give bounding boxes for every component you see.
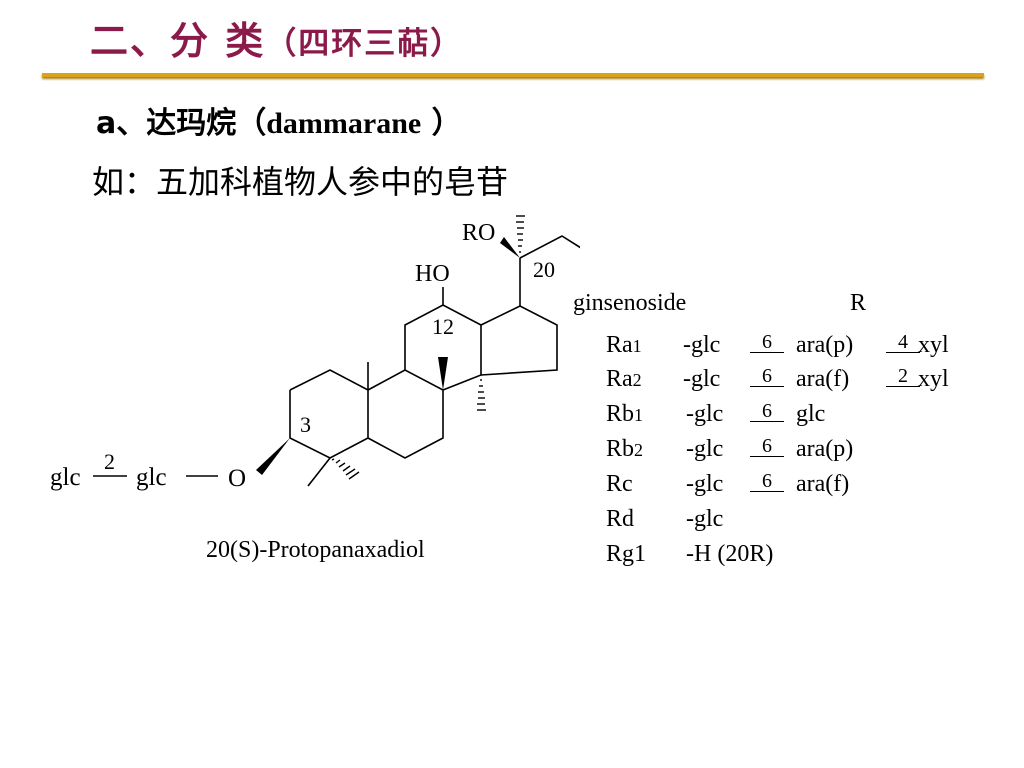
page-title: 二、分 类（四环三萜） xyxy=(90,10,463,65)
ginsenoside-name: Rg1 xyxy=(606,541,647,567)
r-group-third: xyl xyxy=(918,332,949,358)
title-divider xyxy=(42,73,984,77)
example-line: 如：五加科植物人参中的皂苷 xyxy=(92,163,509,201)
r-group-first: -glc xyxy=(683,332,721,358)
structure-caption: 20(S)-Protopanaxadiol xyxy=(206,537,425,563)
hashed-bonds xyxy=(331,215,525,480)
ginsenoside-name: Ra2 xyxy=(606,366,642,392)
subheading-en: dammarane xyxy=(266,107,422,140)
r-group-third: xyl xyxy=(918,366,949,392)
title-sub: （四环三萜） xyxy=(265,26,464,62)
label-c12: 12 xyxy=(432,314,454,339)
ginsenoside-subscript: 1 xyxy=(632,336,642,356)
label-c20: 20 xyxy=(533,257,555,282)
r-group-second: ara(f) xyxy=(796,366,850,392)
c3-wedge-bond xyxy=(256,438,290,475)
column-header-ginsenoside: ginsenoside xyxy=(573,290,687,316)
label-ho: HO xyxy=(415,261,450,287)
column-header-r: R xyxy=(850,290,867,316)
subheading-prefix: a、达玛烷（ xyxy=(96,106,267,141)
structure-diagram: RO HO 20 12 3 glc 2 glc O xyxy=(50,215,580,492)
label-oxygen: O xyxy=(228,465,246,492)
r-group-first: -glc xyxy=(686,436,724,462)
subheading-suffix: ） xyxy=(421,106,462,141)
label-glc-outer: glc xyxy=(50,464,81,491)
label-link-2: 2 xyxy=(104,449,115,474)
c8-methyl-wedge xyxy=(438,357,448,390)
ginsenoside-name: Rc xyxy=(606,471,633,497)
r-group-second: glc xyxy=(796,401,826,427)
c20-ro-wedge xyxy=(500,237,520,258)
title-main: 二、分 类 xyxy=(90,19,266,63)
ginsenoside-name: Rb1 xyxy=(606,401,644,427)
ginsenoside-subscript: 2 xyxy=(632,370,642,390)
ginsenoside-subscript: 1 xyxy=(634,405,644,425)
r-group-first: -H (20R) xyxy=(686,541,774,567)
r-group-first: -glc xyxy=(686,471,724,497)
ginsenoside-subscript: 2 xyxy=(634,440,644,460)
ginsenoside-name: Rb2 xyxy=(606,436,644,462)
r-group-first: -glc xyxy=(686,401,724,427)
ginsenoside-name: Rd xyxy=(606,506,635,532)
skeleton-bonds xyxy=(93,235,580,487)
r-group-second: ara(p) xyxy=(796,332,854,358)
label-glc-inner: glc xyxy=(136,464,167,491)
table-row: Rg1 -H (20R) xyxy=(606,541,1006,575)
label-ro: RO xyxy=(462,220,495,246)
r-group-first: -glc xyxy=(683,366,721,392)
r-group-second: ara(f) xyxy=(796,471,850,497)
r-group-first: -glc xyxy=(686,506,724,532)
ginsenoside-name: Ra1 xyxy=(606,332,642,358)
label-c3: 3 xyxy=(300,412,311,437)
subheading: a、达玛烷（dammarane ） xyxy=(96,98,462,142)
r-group-second: ara(p) xyxy=(796,436,854,462)
table-row: Rd -glc xyxy=(606,506,1006,540)
